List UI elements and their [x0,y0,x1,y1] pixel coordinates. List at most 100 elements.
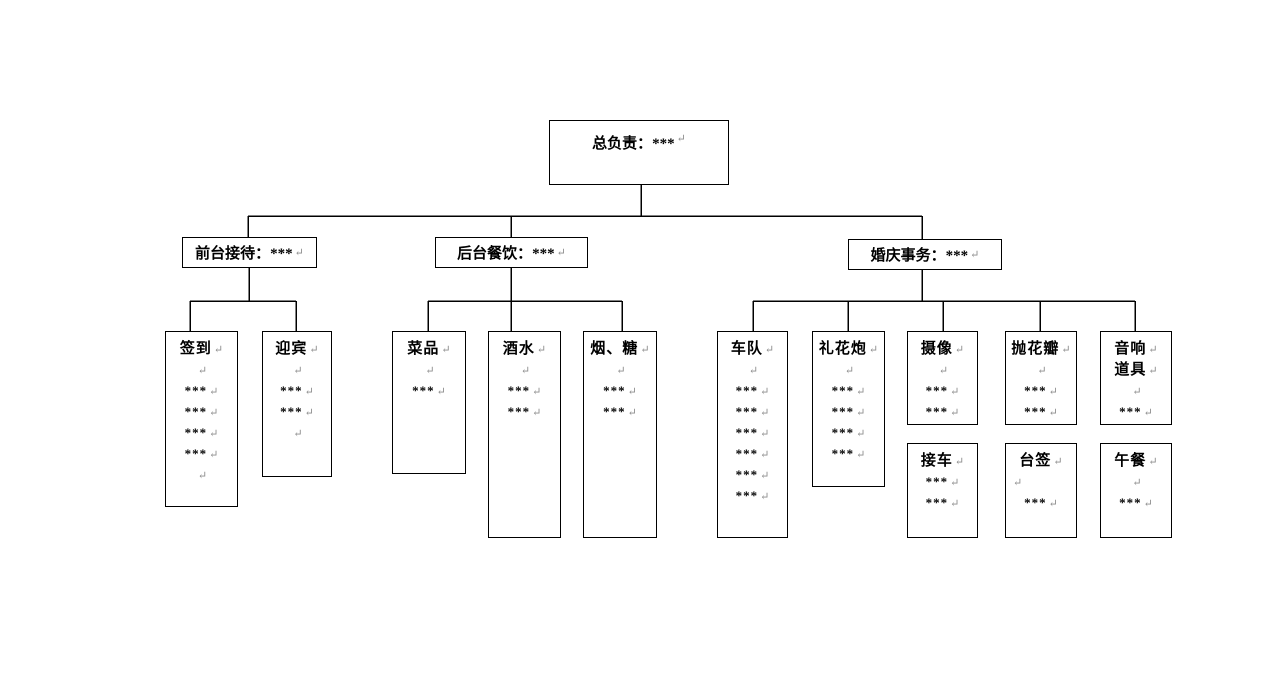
node-wedding-affairs-label: 婚庆事务：*** [870,248,969,264]
pilcrow-mark: ↵ [954,344,965,356]
node-dishes: 菜品↵↵***↵ [392,331,466,474]
value-line: ***↵ [925,404,960,419]
pilcrow-mark: ↵ [436,386,446,398]
pilcrow-mark: ↵ [209,386,219,398]
pilcrow-mark: ↵ [856,428,866,440]
value-line: ***↵ [1024,495,1058,510]
value-line: ***↵ [412,383,446,398]
pilcrow-mark: ↵ [748,365,759,377]
blank-line: ↵ [263,359,331,380]
pilcrow-mark: ↵ [1048,498,1058,510]
node-backstage-catering-label: 后台餐饮：*** [457,246,555,262]
node-pick-up-car: 接车↵***↵***↵ [907,443,978,538]
blank-line: ↵ [263,422,331,443]
node-title: 酒水↵ [502,341,547,357]
pilcrow-mark: ↵ [950,407,960,419]
value-line: ***↵ [735,404,770,419]
node-title: 抛花瓣↵ [1011,341,1071,357]
pilcrow-mark: ↵ [425,365,435,377]
value-line: ***↵ [831,425,866,440]
node-title: 签到↵ [179,341,224,357]
pilcrow-mark: ↵ [760,407,770,419]
value-line: ***↵ [280,404,314,419]
node-motorcade: 车队↵↵***↵***↵***↵***↵***↵***↵ [717,331,788,538]
pilcrow-mark: ↵ [760,386,770,398]
pilcrow-mark: ↵ [868,344,879,356]
node-petal-toss: 抛花瓣↵↵***↵***↵ [1005,331,1077,425]
node-title: 道具↵ [1114,362,1158,378]
blank-line: ↵ [584,359,656,380]
blank-line: ↵ [166,359,237,380]
node-title: 烟、糖↵ [590,341,650,357]
pilcrow-mark: ↵ [1053,456,1063,468]
pilcrow-mark: ↵ [856,407,866,419]
node-usher: 迎宾↵↵***↵***↵↵ [262,331,332,477]
pilcrow-mark: ↵ [1048,386,1058,398]
node-videography: 摄像↵↵***↵***↵ [907,331,978,425]
pilcrow-mark: ↵ [1148,344,1158,356]
node-title: 迎宾↵ [275,341,319,357]
value-line: ***↵ [735,446,770,461]
pilcrow-mark: ↵ [1143,407,1153,419]
blank-line: ↵ [1006,359,1076,380]
value-line: ***↵ [925,383,960,398]
pilcrow-mark: ↵ [627,386,637,398]
node-table-sign: 台签↵↵***↵ [1005,443,1077,538]
node-title: 摄像↵ [920,341,965,357]
value-line: ***↵ [831,404,866,419]
value-line: ***↵ [1024,404,1058,419]
pilcrow-mark: ↵ [532,407,542,419]
pilcrow-mark: ↵ [950,386,960,398]
node-drinks: 酒水↵↵***↵***↵ [488,331,561,538]
pilcrow-mark: ↵ [1037,365,1047,377]
pilcrow-mark: ↵ [1061,344,1071,356]
pilcrow-mark: ↵ [950,477,960,489]
node-title: 菜品↵ [407,341,451,357]
node-title: 音响↵ [1114,341,1158,357]
node-general-manager: 总负责：***↵ [549,120,729,185]
blank-line: ↵ [489,359,560,380]
value-line: ***↵ [184,446,219,461]
pilcrow-mark: ↵ [556,247,566,259]
node-cigarette-candy: 烟、糖↵↵***↵***↵ [583,331,657,538]
pilcrow-mark: ↵ [1132,477,1142,489]
pilcrow-mark: ↵ [209,407,219,419]
value-line: ***↵ [1119,495,1153,510]
pilcrow-mark: ↵ [676,133,686,145]
pilcrow-mark: ↵ [970,249,980,261]
pilcrow-mark: ↵ [304,386,314,398]
pilcrow-mark: ↵ [536,344,547,356]
pilcrow-mark: ↵ [293,365,303,377]
pilcrow-mark: ↵ [1048,407,1058,419]
pilcrow-mark: ↵ [309,344,319,356]
pilcrow-mark: ↵ [520,365,531,377]
value-line: ***↵ [184,404,219,419]
pilcrow-mark: ↵ [760,470,770,482]
node-salute-cannon: 礼花炮↵↵***↵***↵***↵***↵ [812,331,885,487]
value-line: ***↵ [1119,404,1153,419]
node-title: 接车↵ [920,453,965,469]
node-wedding-affairs: 婚庆事务：***↵ [848,239,1002,270]
node-general-manager-label: 总负责：*** [592,136,675,152]
pilcrow-mark: ↵ [856,449,866,461]
pilcrow-mark: ↵ [844,365,855,377]
pilcrow-mark: ↵ [954,456,965,468]
pilcrow-mark: ↵ [1013,477,1023,489]
blank-line: ↵ [718,359,787,380]
pilcrow-mark: ↵ [1148,365,1158,377]
blank-line: ↵ [393,359,465,380]
pilcrow-mark: ↵ [760,428,770,440]
pilcrow-mark: ↵ [616,365,626,377]
value-line: ***↵ [831,446,866,461]
pilcrow-mark: ↵ [764,344,775,356]
blank-line: ↵ [908,359,977,380]
value-line: ***↵ [184,425,219,440]
pilcrow-mark: ↵ [213,344,224,356]
value-line: ***↵ [507,383,542,398]
pilcrow-mark: ↵ [640,344,650,356]
pilcrow-mark: ↵ [950,498,960,510]
value-line: ***↵ [280,383,314,398]
pilcrow-mark: ↵ [209,449,219,461]
